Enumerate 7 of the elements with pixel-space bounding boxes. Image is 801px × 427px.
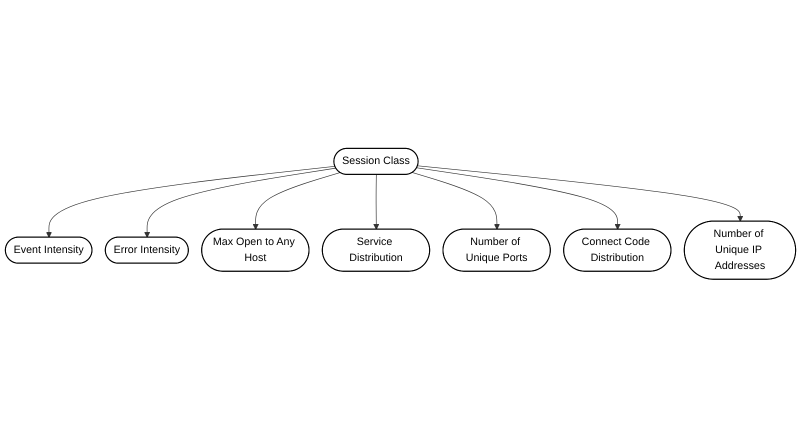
arrow [252,172,340,230]
arrow [416,167,621,230]
arrow [144,168,336,238]
arrow [417,165,744,222]
arrow [373,174,380,230]
arrow [412,172,500,230]
arrow [46,166,336,238]
